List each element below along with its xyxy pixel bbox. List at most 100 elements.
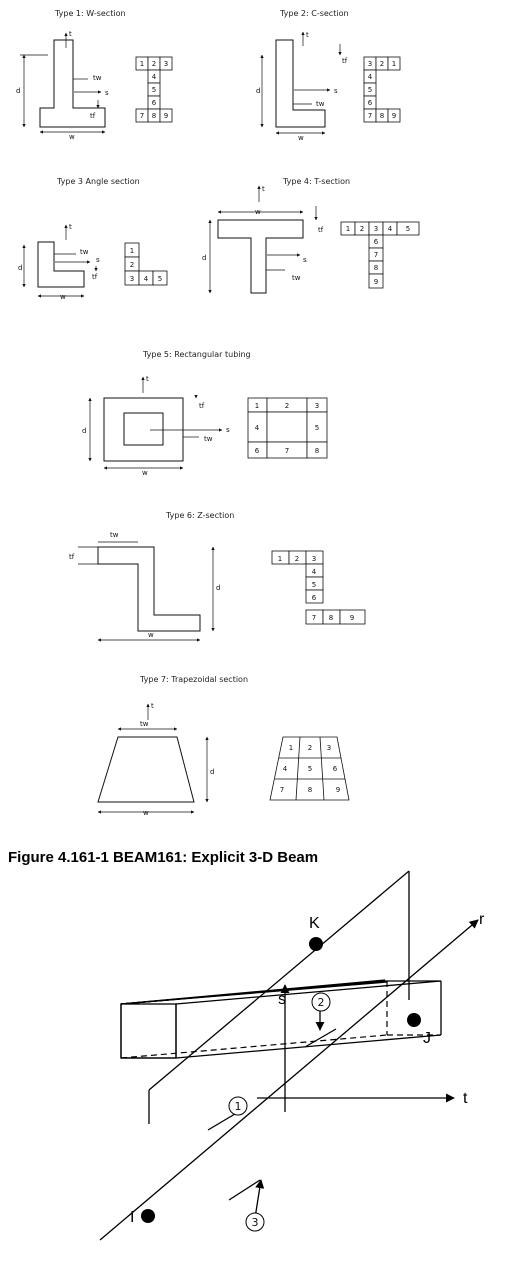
type7-cell: 9 [336,786,340,794]
beam-bottom-front-edge [175,1034,442,1059]
type7-label-d: d [210,768,214,776]
type3-shape [37,241,85,288]
type5-label-s: s [226,426,230,434]
type4-t-section: Type 4: T-section t w d tf s tw 1 2 3 4 … [202,177,420,294]
type5-outer-shape [103,397,184,462]
type6-cell: 7 [312,614,316,622]
type5-cell: 1 [255,402,259,410]
type2-integration-grid: 3 2 1 4 5 6 7 8 9 [363,56,401,123]
node-j-label: J [423,1030,431,1047]
marker-1: 1 [228,1096,248,1116]
beam-top-front-edge [175,980,442,1005]
type4-cell: 8 [374,264,378,272]
type5-cell: 7 [285,447,289,455]
node-i [141,1209,155,1223]
type5-label-tf: tf [199,402,205,410]
type4-label-d: d [202,254,206,262]
type1-cell: 2 [152,60,156,68]
type3-cell: 3 [130,275,134,283]
type1-label-s: s [105,89,109,97]
node-k-label: K [309,915,320,932]
type3-label-d: d [18,264,22,272]
type5-cell: 2 [285,402,289,410]
figure-caption: Figure 4.161-1 BEAM161: Explicit 3-D Bea… [8,849,318,866]
type4-cell: 3 [374,225,378,233]
type6-shape [97,546,201,632]
node-i-label: I [130,1209,134,1226]
type2-caption: Type 2: C-section [279,9,349,18]
type7-label-w: w [143,809,149,817]
type2-cell: 9 [392,112,396,120]
type5-cell: 4 [255,424,260,432]
type2-cell: 7 [368,112,372,120]
type3-label-tw: tw [80,248,89,256]
type4-label-tf: tf [318,226,324,234]
type7-cell: 5 [308,765,312,773]
type7-cell: 4 [283,765,288,773]
type2-c-section: Type 2: C-section t d w tf s tw 3 2 1 4 … [256,9,401,142]
type4-cell: 2 [360,225,364,233]
type3-cell: 4 [144,275,149,283]
type3-caption: Type 3 Angle section [56,177,140,186]
type5-inner-shape [123,412,164,446]
type1-cell: 7 [140,112,144,120]
type6-cell: 2 [295,555,299,563]
type1-w-section: Type 1: W-section t d w tw s tf 1 2 3 4 … [16,9,173,141]
type1-label-t: t [69,30,72,38]
type6-cell: 3 [312,555,316,563]
type5-cell: 3 [315,402,319,410]
type3-angle-section: Type 3 Angle section t d w tw s tf 1 2 3… [18,177,168,301]
type7-label-tw: tw [140,720,149,728]
face2-line [304,1028,337,1048]
marker-3: 3 [245,1212,265,1232]
type1-label-tw: tw [93,74,102,82]
type1-cell: 9 [164,112,168,120]
type1-label-d: d [16,87,20,95]
type1-cell: 4 [152,73,157,81]
beam-3d-diagram: r s t 1 2 3 I J [99,870,485,1241]
type2-cell: 5 [368,86,372,94]
type1-caption: Type 1: W-section [54,9,126,18]
type5-cell: 8 [315,447,319,455]
type4-shape [217,219,304,294]
type1-label-tf: tf [90,112,96,120]
marker-3-label: 3 [252,1216,259,1229]
type3-cell: 1 [130,247,134,255]
type1-integration-grid: 1 2 3 4 5 6 7 8 9 [135,56,173,123]
type6-cell: 6 [312,594,317,602]
type4-label-s: s [303,256,307,264]
type7-integration-grid: 1 2 3 4 5 6 7 8 9 [269,736,350,801]
type2-cell: 1 [392,60,396,68]
type5-rectangular-tubing: Type 5: Rectangular tubing t d w tf s tw… [82,350,328,477]
type5-cell: 6 [255,447,260,455]
type4-cell: 5 [406,225,410,233]
type6-label-w: w [148,631,154,639]
type7-cell: 1 [289,744,293,752]
type7-cell: 8 [308,786,312,794]
type2-label-w: w [298,134,304,142]
type1-cell: 6 [152,99,157,107]
type5-label-w: w [142,469,148,477]
type7-caption: Type 7: Trapezoidal section [139,675,248,684]
type2-label-s: s [334,87,338,95]
beam-hidden-bottom-edge [120,1034,388,1059]
type3-label-tf: tf [92,273,98,281]
node-j [407,1013,421,1027]
marker-2-label: 2 [318,996,325,1009]
type2-cell: 3 [368,60,372,68]
type6-label-tf: tf [69,553,75,561]
type7-cell: 2 [308,744,312,752]
type2-cell: 6 [368,99,373,107]
type6-caption: Type 6: Z-section [165,511,234,520]
type1-label-w: w [69,133,75,141]
type2-label-t: t [306,31,309,39]
type7-cell: 3 [327,744,331,752]
type4-label-t: t [262,185,265,193]
type7-trapezoidal-section: Type 7: Trapezoidal section t tw d w 1 2… [97,675,350,817]
type2-shape [275,39,326,128]
type6-cell: 5 [312,581,316,589]
type7-cell: 6 [333,765,338,773]
type1-cell: 5 [152,86,156,94]
type1-cell: 8 [152,112,156,120]
